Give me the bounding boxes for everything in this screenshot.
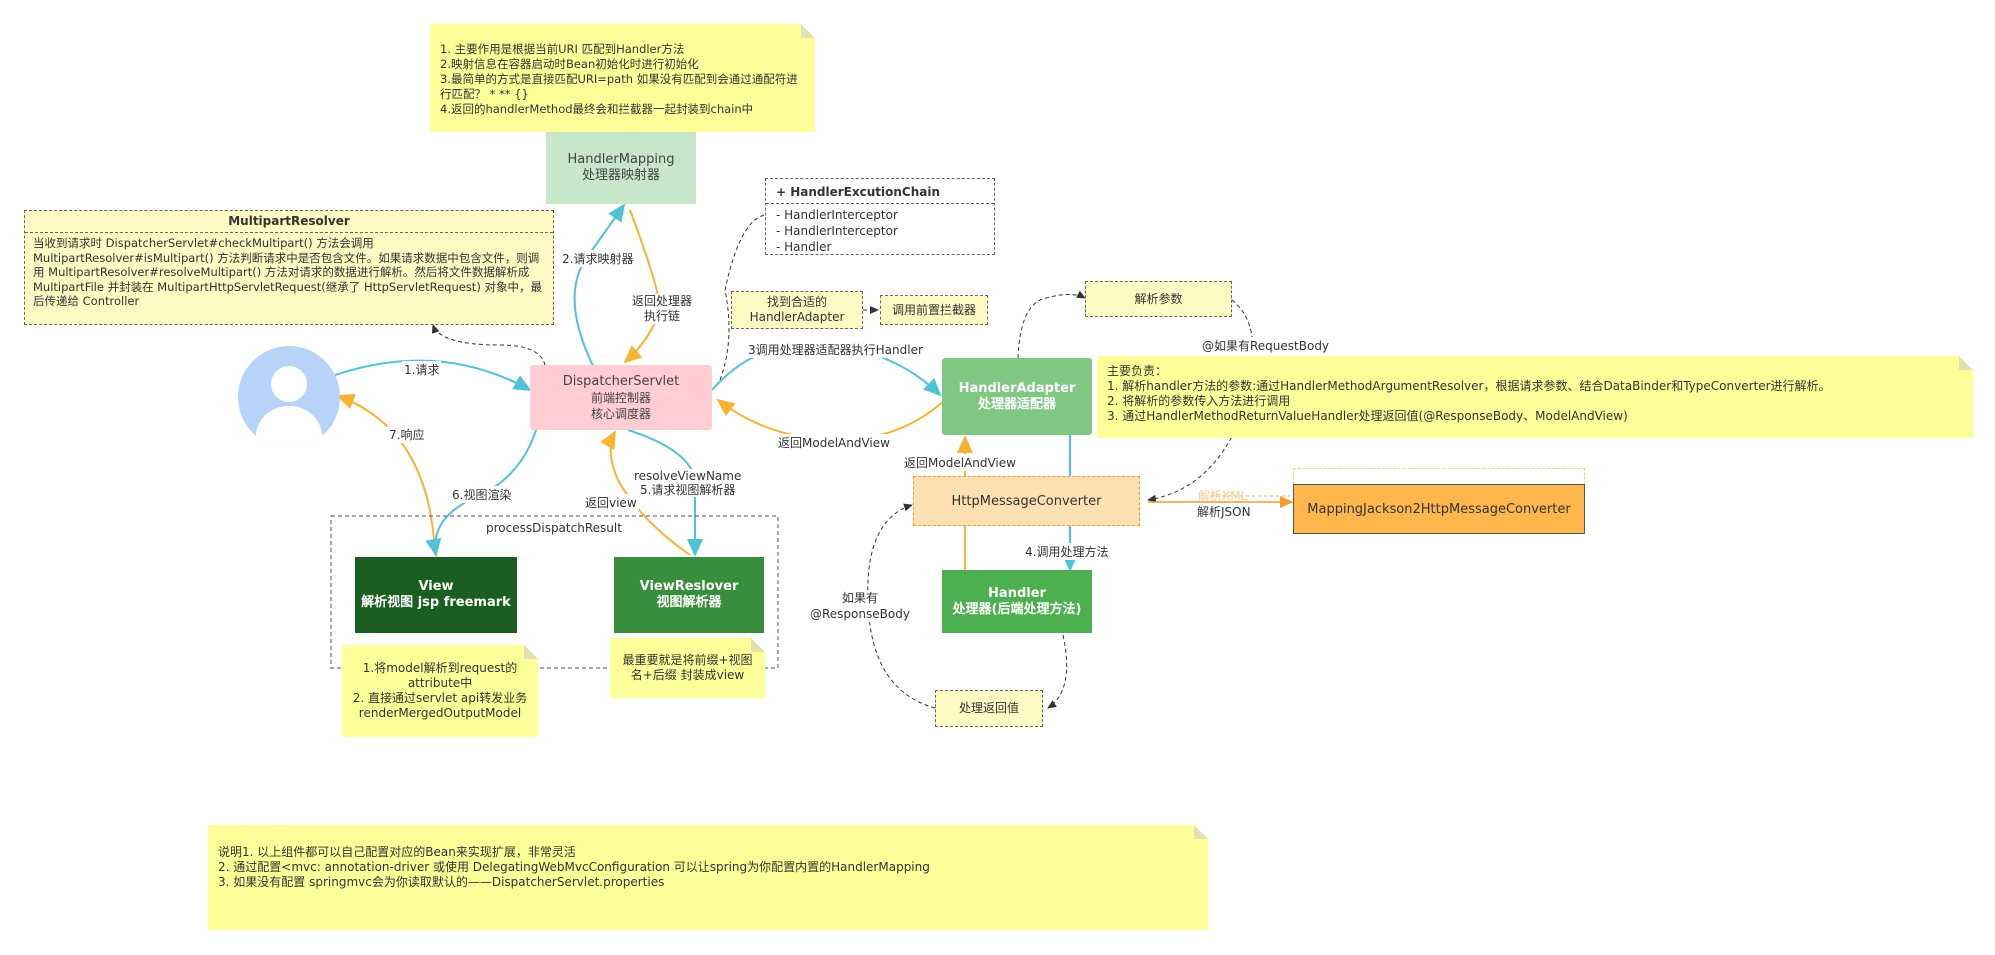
view-node: View 解析视图 jsp freemark bbox=[355, 557, 517, 633]
label-return-chain-line: 返回处理器 bbox=[632, 294, 693, 308]
view-note-line: 2. 直接通过servlet api转发业务 bbox=[352, 691, 528, 705]
label-parse-json: 解析JSON bbox=[1195, 503, 1253, 520]
label-return-chain-line: 执行链 bbox=[644, 309, 681, 323]
jackson-title: MappingJackson2HttpMessageConverter bbox=[1307, 501, 1571, 517]
find-adapter-box: 找到合适的 HandlerAdapter bbox=[731, 291, 863, 329]
jackson-shadow-frame bbox=[1293, 468, 1585, 484]
process-dispatch-label: processDispatchResult bbox=[484, 521, 624, 535]
chain-title: + HandlerExcutionChain bbox=[766, 179, 994, 204]
view-note-line: renderMergedOutputModel bbox=[358, 706, 522, 720]
multipart-resolver-box: MultipartResolver 当收到请求时 DispatcherServl… bbox=[24, 210, 554, 325]
label-resolve-view: resolveViewName 5.请求视图解析器 bbox=[632, 469, 744, 497]
note-fold-icon bbox=[1194, 825, 1208, 839]
edge-response bbox=[336, 394, 436, 556]
process-dispatch-group bbox=[330, 515, 779, 669]
handler-mapping-title: HandlerMapping bbox=[567, 152, 675, 167]
handler-node: Handler 处理器(后端处理方法) bbox=[942, 570, 1092, 633]
resp-line: 2. 将解析的参数传入方法进行调用 bbox=[1107, 394, 1291, 408]
label-return-view: 返回view bbox=[583, 494, 639, 511]
edge-return-chain bbox=[623, 209, 662, 364]
edge-multipart bbox=[431, 324, 546, 366]
handler-mapping-subtitle: 处理器映射器 bbox=[581, 168, 660, 183]
edge-return-view bbox=[600, 430, 691, 556]
converter-title: HttpMessageConverter bbox=[951, 493, 1102, 509]
chain-item: - Handler bbox=[776, 240, 832, 254]
note-fold-icon bbox=[751, 638, 765, 652]
multipart-title: MultipartResolver bbox=[25, 211, 553, 233]
view-title: View bbox=[418, 579, 454, 594]
top-note-line: 1. 主要作用是根据当前URI 匹配到Handler方法 bbox=[440, 42, 685, 56]
top-note-line: 2.映射信息在容器启动时Bean初始化时进行初始化 bbox=[440, 57, 699, 71]
label-return-mav: 返回ModelAndView bbox=[776, 434, 892, 451]
process-return-box: 处理返回值 bbox=[935, 690, 1043, 727]
label-resolve-view-line: 5.请求视图解析器 bbox=[639, 483, 736, 497]
dispatcher-subtitle: 前端控制器 bbox=[590, 390, 651, 405]
bottom-note-line: 说明1. 以上组件都可以自己配置对应的Bean来实现扩展，非常灵活 bbox=[218, 845, 576, 859]
label-call-adapter: 3调用处理器适配器执行Handler bbox=[746, 341, 925, 358]
chain-item: - HandlerInterceptor bbox=[776, 224, 898, 238]
edge-chain bbox=[719, 214, 766, 381]
edge-response-body bbox=[867, 503, 936, 709]
responsibilities-note: 主要负责： 1. 解析handler方法的参数:通过HandlerMethodA… bbox=[1097, 356, 1973, 438]
label-response-body-line: 如果有 bbox=[841, 591, 878, 605]
find-adapter-line: 找到合适的 bbox=[766, 295, 827, 309]
label-call-method: 4.调用处理方法 bbox=[1023, 543, 1111, 560]
label-response-body: 如果有 @ResponseBody bbox=[808, 590, 912, 622]
label-response-body-line: @ResponseBody bbox=[810, 607, 910, 621]
note-fold-icon bbox=[801, 24, 815, 38]
handler-subtitle: 处理器(后端处理方法) bbox=[952, 601, 1082, 617]
handler-adapter-node: HandlerAdapter 处理器适配器 bbox=[942, 358, 1092, 435]
parse-params-box: 解析参数 bbox=[1085, 281, 1232, 317]
view-resolver-node: ViewReslover 视图解析器 bbox=[614, 557, 764, 633]
pre-interceptor-box: 调用前置拦截器 bbox=[880, 295, 988, 325]
handler-mapping-node: HandlerMapping 处理器映射器 bbox=[546, 132, 696, 204]
label-view-render: 6.视图渲染 bbox=[450, 486, 514, 503]
label-resolve-view-line: resolveViewName bbox=[634, 469, 742, 483]
view-subtitle: 解析视图 jsp freemark bbox=[361, 595, 511, 610]
adapter-title: HandlerAdapter bbox=[958, 380, 1076, 396]
label-parse-xml: 解析XML bbox=[1198, 489, 1248, 503]
label-return-mav2: 返回ModelAndView bbox=[902, 454, 1018, 471]
view-note: 1.将model解析到request的attribute中 2. 直接通过ser… bbox=[342, 645, 538, 737]
resp-line: 1. 解析handler方法的参数:通过HandlerMethodArgumen… bbox=[1107, 379, 1831, 393]
label-request: 1.请求 bbox=[402, 361, 442, 378]
top-note-line: 3.最简单的方式是直接匹配URI=path 如果没有匹配到会通过通配符进行匹配？… bbox=[440, 72, 798, 101]
dispatcher-servlet-node: DispatcherServlet 前端控制器 核心调度器 bbox=[530, 365, 712, 430]
top-note-line: 4.返回的handlerMethod最终会和拦截器一起封装到chain中 bbox=[440, 102, 754, 116]
edge-request-mapping bbox=[573, 203, 626, 371]
top-note: 1. 主要作用是根据当前URI 匹配到Handler方法 2.映射信息在容器启动… bbox=[430, 24, 815, 132]
label-request-mapping: 2.请求映射器 bbox=[560, 250, 636, 267]
multipart-body: 当收到请求时 DispatcherServlet#checkMultipart(… bbox=[33, 236, 542, 308]
bottom-note: 说明1. 以上组件都可以自己配置对应的Bean来实现扩展，非常灵活 2. 通过配… bbox=[208, 825, 1208, 930]
label-request-body: @如果有RequestBody bbox=[1200, 337, 1332, 354]
resolver-subtitle: 视图解析器 bbox=[656, 595, 722, 610]
note-fold-icon bbox=[524, 645, 538, 659]
label-response: 7.响应 bbox=[387, 426, 427, 443]
view-note-line: 1.将model解析到request的attribute中 bbox=[362, 661, 518, 690]
resp-line: 主要负责： bbox=[1107, 364, 1168, 378]
process-return-text: 处理返回值 bbox=[958, 701, 1019, 715]
pre-interceptor-text: 调用前置拦截器 bbox=[891, 302, 976, 317]
user-avatar-icon bbox=[238, 346, 340, 448]
dispatcher-subtitle2: 核心调度器 bbox=[590, 406, 651, 421]
chain-item: - HandlerInterceptor bbox=[776, 208, 898, 222]
resolver-note: 最重要就是将前缀+视图名+后缀 封装成view bbox=[610, 638, 765, 698]
label-return-chain: 返回处理器 执行链 bbox=[630, 294, 695, 324]
adapter-subtitle: 处理器适配器 bbox=[977, 396, 1056, 412]
resolver-note-text: 最重要就是将前缀+视图名+后缀 封装成view bbox=[622, 653, 753, 682]
edge-parse-params bbox=[1017, 290, 1086, 359]
resolver-title: ViewReslover bbox=[639, 579, 739, 594]
edge-handler-return bbox=[1047, 634, 1068, 709]
jackson-converter-node: MappingJackson2HttpMessageConverter bbox=[1293, 484, 1585, 534]
parse-params-text: 解析参数 bbox=[1134, 291, 1183, 306]
handler-title: Handler bbox=[988, 585, 1046, 601]
bottom-note-line: 3. 如果没有配置 springmvc会为你读取默认的——DispatcherS… bbox=[218, 875, 665, 889]
note-fold-icon bbox=[1959, 356, 1973, 370]
handler-execution-chain: + HandlerExcutionChain - HandlerIntercep… bbox=[765, 178, 995, 255]
bottom-note-line: 2. 通过配置<mvc: annotation-driver 或使用 Deleg… bbox=[218, 860, 930, 874]
dispatcher-title: DispatcherServlet bbox=[562, 373, 680, 389]
resp-line: 3. 通过HandlerMethodReturnValueHandler处理返回… bbox=[1107, 409, 1628, 423]
find-adapter-line: HandlerAdapter bbox=[749, 310, 845, 324]
http-message-converter-node: HttpMessageConverter bbox=[913, 476, 1140, 526]
